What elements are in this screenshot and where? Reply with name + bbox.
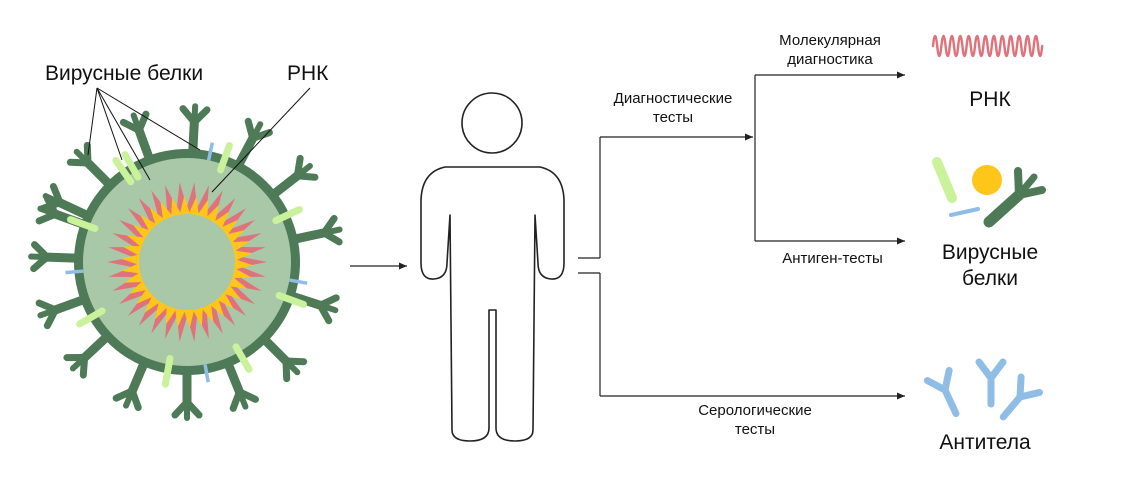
protein-bar [932, 157, 957, 203]
membrane-protein [112, 156, 135, 186]
pointer-line [96, 87, 151, 181]
diagnostic-tests-label: Диагностические тесты [613, 90, 733, 126]
virus-spike [171, 365, 203, 421]
virus-spike [35, 294, 91, 330]
antibody [923, 366, 960, 418]
arrow-to-antibodies-head [897, 392, 905, 400]
pointer-line [96, 87, 201, 151]
virus-spike [63, 331, 113, 379]
arrow-to-diagnostic-node-head [745, 133, 753, 141]
arrow-to-proteins-head [897, 237, 905, 245]
pointer-line [96, 87, 123, 161]
antibody [999, 373, 1043, 421]
virus-spike [39, 182, 94, 221]
virus-spike [267, 154, 319, 201]
membrane-protein [161, 355, 174, 388]
protein-small [949, 207, 980, 217]
pointer-line [87, 87, 98, 156]
virus-illustration [28, 103, 343, 421]
pointer-line [211, 87, 311, 193]
virus-spike [28, 241, 84, 273]
person-icon [420, 92, 565, 442]
virus-spike [112, 356, 150, 412]
membrane-protein-small [289, 278, 308, 285]
virus-spike [288, 214, 343, 246]
membrane-protein [217, 141, 233, 174]
membrane-protein [232, 343, 253, 373]
membrane-protein [66, 216, 99, 232]
membrane-protein-small [203, 364, 210, 383]
viral-proteins-icon [932, 157, 1046, 228]
virus-spike [179, 103, 211, 159]
person-body [420, 166, 565, 442]
viral-proteins-label: Вирусные белки [45, 62, 204, 85]
membrane-protein [76, 307, 106, 328]
person-head [461, 92, 523, 154]
membrane-protein-small [65, 269, 84, 275]
result-antibodies-label: Антитела [939, 431, 1031, 454]
protein-spike-stem [983, 189, 1025, 228]
virus-label-pointers [87, 87, 311, 193]
result-rna-label: РНК [969, 88, 1011, 111]
membrane-protein [272, 206, 303, 225]
rna-wave-icon [931, 34, 1044, 58]
rna-wave [931, 34, 1044, 58]
arrow-virus-to-person-head [399, 262, 407, 270]
virus-spike [285, 290, 340, 325]
protein-spike-arm [1015, 173, 1038, 199]
flow-arrows [350, 71, 905, 400]
arrow-to-rna-head [897, 71, 905, 79]
virus-center [139, 214, 235, 310]
virus-spike [66, 141, 116, 191]
rna-pointer-label: РНК [287, 62, 329, 85]
virus-spike [222, 357, 259, 412]
membrane-protein [275, 292, 308, 308]
membrane-protein-small [206, 142, 215, 161]
protein-dot [972, 165, 1002, 195]
result-proteins-label: Вирусные белки [941, 241, 1039, 291]
serological-tests-label: Серологические тесты [698, 402, 812, 438]
antibody [975, 358, 1007, 408]
membrane-protein [121, 151, 142, 181]
molecular-diagnostics-label: Молекулярная диагностика [779, 32, 881, 68]
virus-spike [258, 333, 308, 383]
antibodies-icon [923, 358, 1043, 421]
antigen-tests-label: Антиген-тесты [782, 250, 883, 267]
